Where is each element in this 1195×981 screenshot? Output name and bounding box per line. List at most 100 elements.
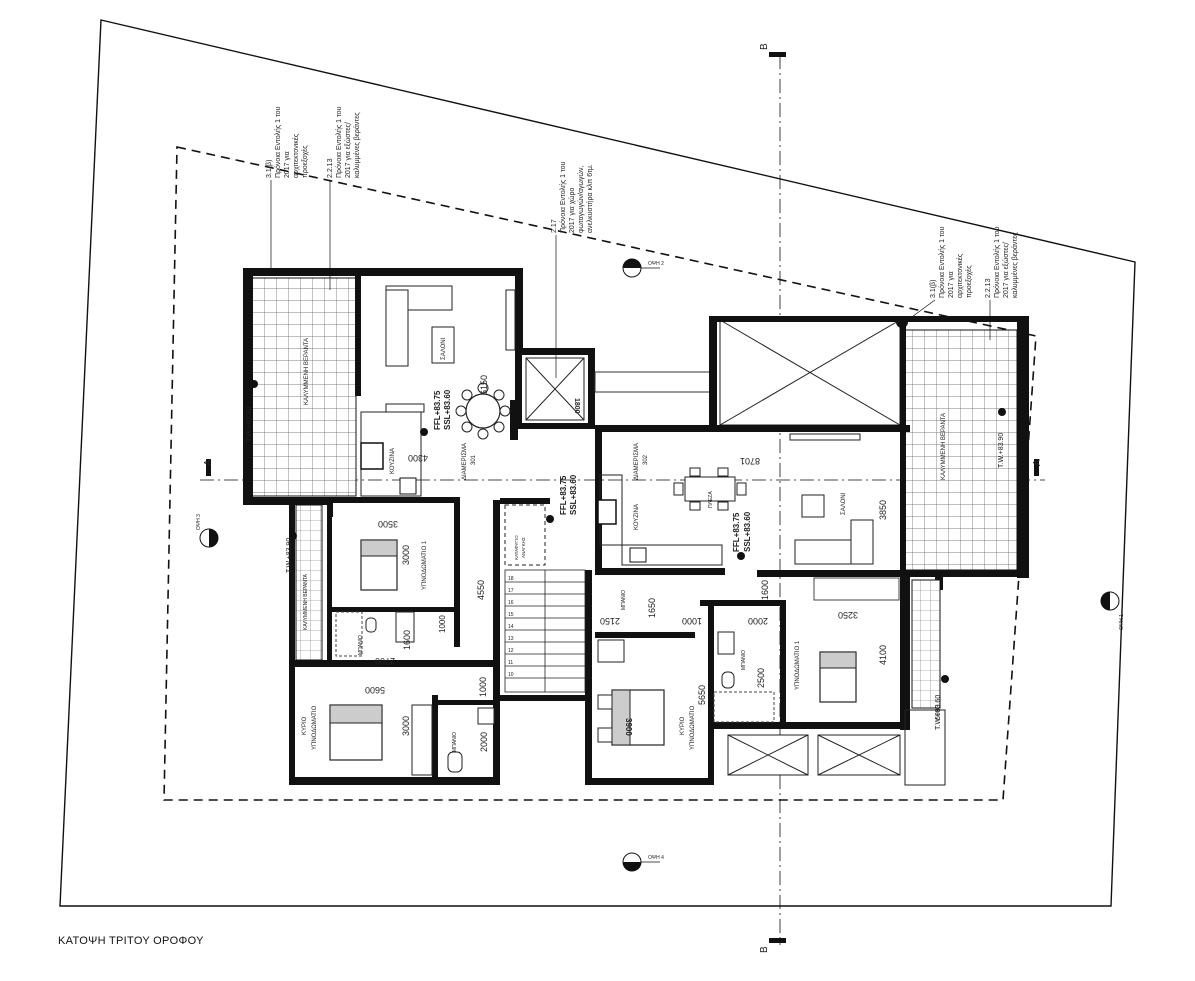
- svg-text:καλυμμένες βεράντες: καλυμμένες βεράντες: [1011, 232, 1019, 298]
- dim-2000-b: 2000: [748, 616, 768, 626]
- level-tw-right: T.W.+83.90: [998, 433, 1005, 468]
- note-right-3-1: 3.1(β) Πρόνοια Εντολής 1 του 2017 για αρ…: [930, 226, 973, 298]
- room-label-mpanio-4: ΜΠΑΝΙΟ: [741, 650, 747, 670]
- drawing-title: ΚΑΤΟΨΗ ΤΡΙΤΟΥ ΟΡΟΦΟΥ: [58, 935, 204, 947]
- dim-4550: 4550: [476, 580, 486, 600]
- room-label-veranda-small: ΚΑΛΥΜΜΕΝΗ ΒΕΡΑΝΤΑ: [303, 573, 309, 630]
- dim-1800: 1800: [573, 398, 580, 414]
- walls-apartment-301: [243, 268, 523, 785]
- view-marker-2: [622, 258, 660, 278]
- plot-boundary: [59, 19, 1136, 907]
- view-label-3: ΟΨΗ 3: [196, 514, 202, 530]
- view-label-2: ΟΨΗ 2: [648, 261, 664, 267]
- dim-1000-a: 1000: [438, 615, 447, 633]
- dim-2500: 2500: [756, 668, 766, 688]
- dim-1000-b: 1000: [478, 677, 488, 697]
- dim-3500: 3500: [378, 519, 398, 529]
- room-label-ypnodomatio-1-right: ΥΠΝΟΔΩΜΑΤΙΟ 1: [795, 640, 801, 690]
- note-center-2-17: 2.17 Πρόνοια Εντολής 1 του 2017 για χώρο…: [551, 161, 594, 233]
- view-marker-1: [1100, 591, 1120, 611]
- svg-text:13: 13: [508, 636, 514, 642]
- room-label-ypnodomatio-1-left: ΥΠΝΟΔΩΜΑΤΙΟ 1: [422, 540, 428, 590]
- walls-core: [500, 348, 595, 785]
- dim-1650: 1650: [647, 598, 657, 618]
- section-label-b-top: B: [759, 43, 770, 50]
- dim-6090: 6090: [935, 704, 942, 720]
- room-label-mpanio-1: ΜΠΑΝΙΟ: [358, 635, 364, 655]
- dim-5650: 5650: [697, 685, 707, 705]
- level-ffl-core: FFL+83.75: [559, 475, 568, 515]
- svg-text:2017 για: 2017 για: [948, 271, 955, 298]
- veranda-left: [251, 277, 357, 497]
- level-tw-small-right: T.W.+83.60: [935, 695, 942, 730]
- svg-text:15: 15: [508, 612, 514, 618]
- svg-text:Πρόνοια Εντολής 1 του: Πρόνοια Εντολής 1 του: [938, 226, 946, 298]
- dim-1600-b: 1600: [760, 580, 770, 600]
- svg-text:καλυμμένες βεράντες: καλυμμένες βεράντες: [353, 112, 361, 178]
- veranda-small-left: [295, 504, 323, 661]
- level-ssl-right: SSL+83.60: [743, 511, 752, 552]
- svg-text:φωταγωγών/αγωγών,: φωταγωγών/αγωγών,: [577, 166, 585, 233]
- section-label-a-right: A: [1032, 459, 1043, 466]
- room-label-diamerisma-301: ΔΙΑΜΕΡΙΣΜΑ: [462, 443, 468, 480]
- veranda-right: [904, 329, 1018, 571]
- svg-text:προεξοχές: προεξοχές: [301, 145, 309, 178]
- svg-text:αρχιτεκτονικές: αρχιτεκτονικές: [292, 133, 300, 178]
- room-label-diamerisma-302-num: 302: [643, 454, 649, 465]
- room-label-kouzina-right: ΚΟΥΖΙΝΑ: [634, 504, 640, 530]
- level-ffl-left: FFL+83.75: [433, 390, 442, 430]
- svg-text:18: 18: [508, 576, 514, 582]
- svg-text:ανελκυστήρα κλπ 6τμ.: ανελκυστήρα κλπ 6τμ.: [587, 164, 594, 233]
- room-label-saloni-left: ΣΑΛΟΝΙ: [441, 337, 447, 360]
- level-ssl-left: SSL+83.60: [443, 389, 452, 430]
- section-label-a-left: A: [203, 459, 214, 466]
- dim-4300: 4300: [408, 453, 428, 463]
- svg-text:11: 11: [508, 660, 513, 666]
- svg-text:Πρόνοια Εντολής 1 του: Πρόνοια Εντολής 1 του: [274, 106, 282, 178]
- svg-text:Πρόνοια Εντολής 1 του: Πρόνοια Εντολής 1 του: [993, 226, 1001, 298]
- dim-3000-a: 3000: [401, 545, 411, 565]
- level-ssl-core: SSL+83.60: [569, 474, 578, 515]
- level-tw-small-left: T.W.+83.90: [286, 538, 293, 573]
- room-label-mpanio-2: ΜΠΑΝΙΟ: [452, 732, 458, 752]
- svg-text:2017 για εξώστες/: 2017 για εξώστες/: [1002, 242, 1010, 298]
- dim-3000-b: 3000: [401, 716, 411, 736]
- dim-6150: 6150: [479, 375, 489, 395]
- dim-5600: 5600: [365, 685, 385, 695]
- dim-8701: 8701: [740, 456, 760, 466]
- emergency-shelter: [504, 504, 546, 566]
- room-label-veranda-left: ΚΑΛΥΜΜΕΝΗ ΒΕΡΑΝΤΑ: [304, 338, 310, 405]
- svg-text:3.1(β): 3.1(β): [930, 280, 937, 298]
- dim-4100: 4100: [878, 645, 888, 665]
- dim-2000-a: 2000: [479, 732, 489, 752]
- room-label-mpanio-3: ΜΠΑΝΙΟ: [621, 590, 627, 610]
- room-label-saloni-right: ΣΑΛΟΝΙ: [841, 492, 847, 515]
- dim-1000-c: 1000: [682, 616, 702, 626]
- stair-numbers: 18 17 16 15 14 13 12 11 10: [508, 576, 514, 678]
- dim-3850: 3850: [878, 500, 888, 520]
- level-ffl-right: FFL+83.75: [732, 512, 741, 552]
- level-tw-left: T.W.+83.90: [246, 407, 253, 442]
- setback-line-dashed: [163, 146, 1037, 801]
- svg-text:2.2.13: 2.2.13: [985, 278, 992, 298]
- svg-text:αρχιτεκτονικές: αρχιτεκτονικές: [956, 253, 964, 298]
- svg-text:12: 12: [508, 648, 514, 654]
- note-left-3-1: 3.1(β) Πρόνοια Εντολής 1 του 2017 για αρ…: [266, 106, 309, 178]
- room-label-kyrio-left-2: ΥΠΝΟΔΩΜΑΤΙΟ: [312, 705, 318, 750]
- staircase: [504, 569, 586, 693]
- dim-2700: 2700: [375, 656, 395, 666]
- svg-text:2.17: 2.17: [551, 219, 558, 233]
- note-left-2-2-13: 2.2.13 Πρόνοια Εντολής 1 του 2017 για εξ…: [327, 106, 361, 178]
- svg-text:2.2.13: 2.2.13: [327, 158, 334, 178]
- dining-table-right: [684, 476, 736, 502]
- room-label-kyrio-right-2: ΥΠΝΟΔΩΜΑΤΙΟ: [690, 705, 696, 750]
- dim-3250: 3250: [838, 610, 858, 620]
- room-label-katafygio-2: ΑΝΑΓΚΗΣ: [521, 537, 526, 558]
- dim-3900: 3900: [624, 718, 633, 736]
- svg-text:Πρόνοια Εντολής 1 του: Πρόνοια Εντολής 1 του: [559, 161, 567, 233]
- walls-apartment-302: [585, 316, 1029, 785]
- room-label-katafygio: ΚΑΤΑΦΥΓΙΟ: [514, 535, 519, 560]
- svg-text:προεξοχές: προεξοχές: [965, 265, 973, 298]
- room-label-diamerisma-301-num: 301: [471, 454, 477, 465]
